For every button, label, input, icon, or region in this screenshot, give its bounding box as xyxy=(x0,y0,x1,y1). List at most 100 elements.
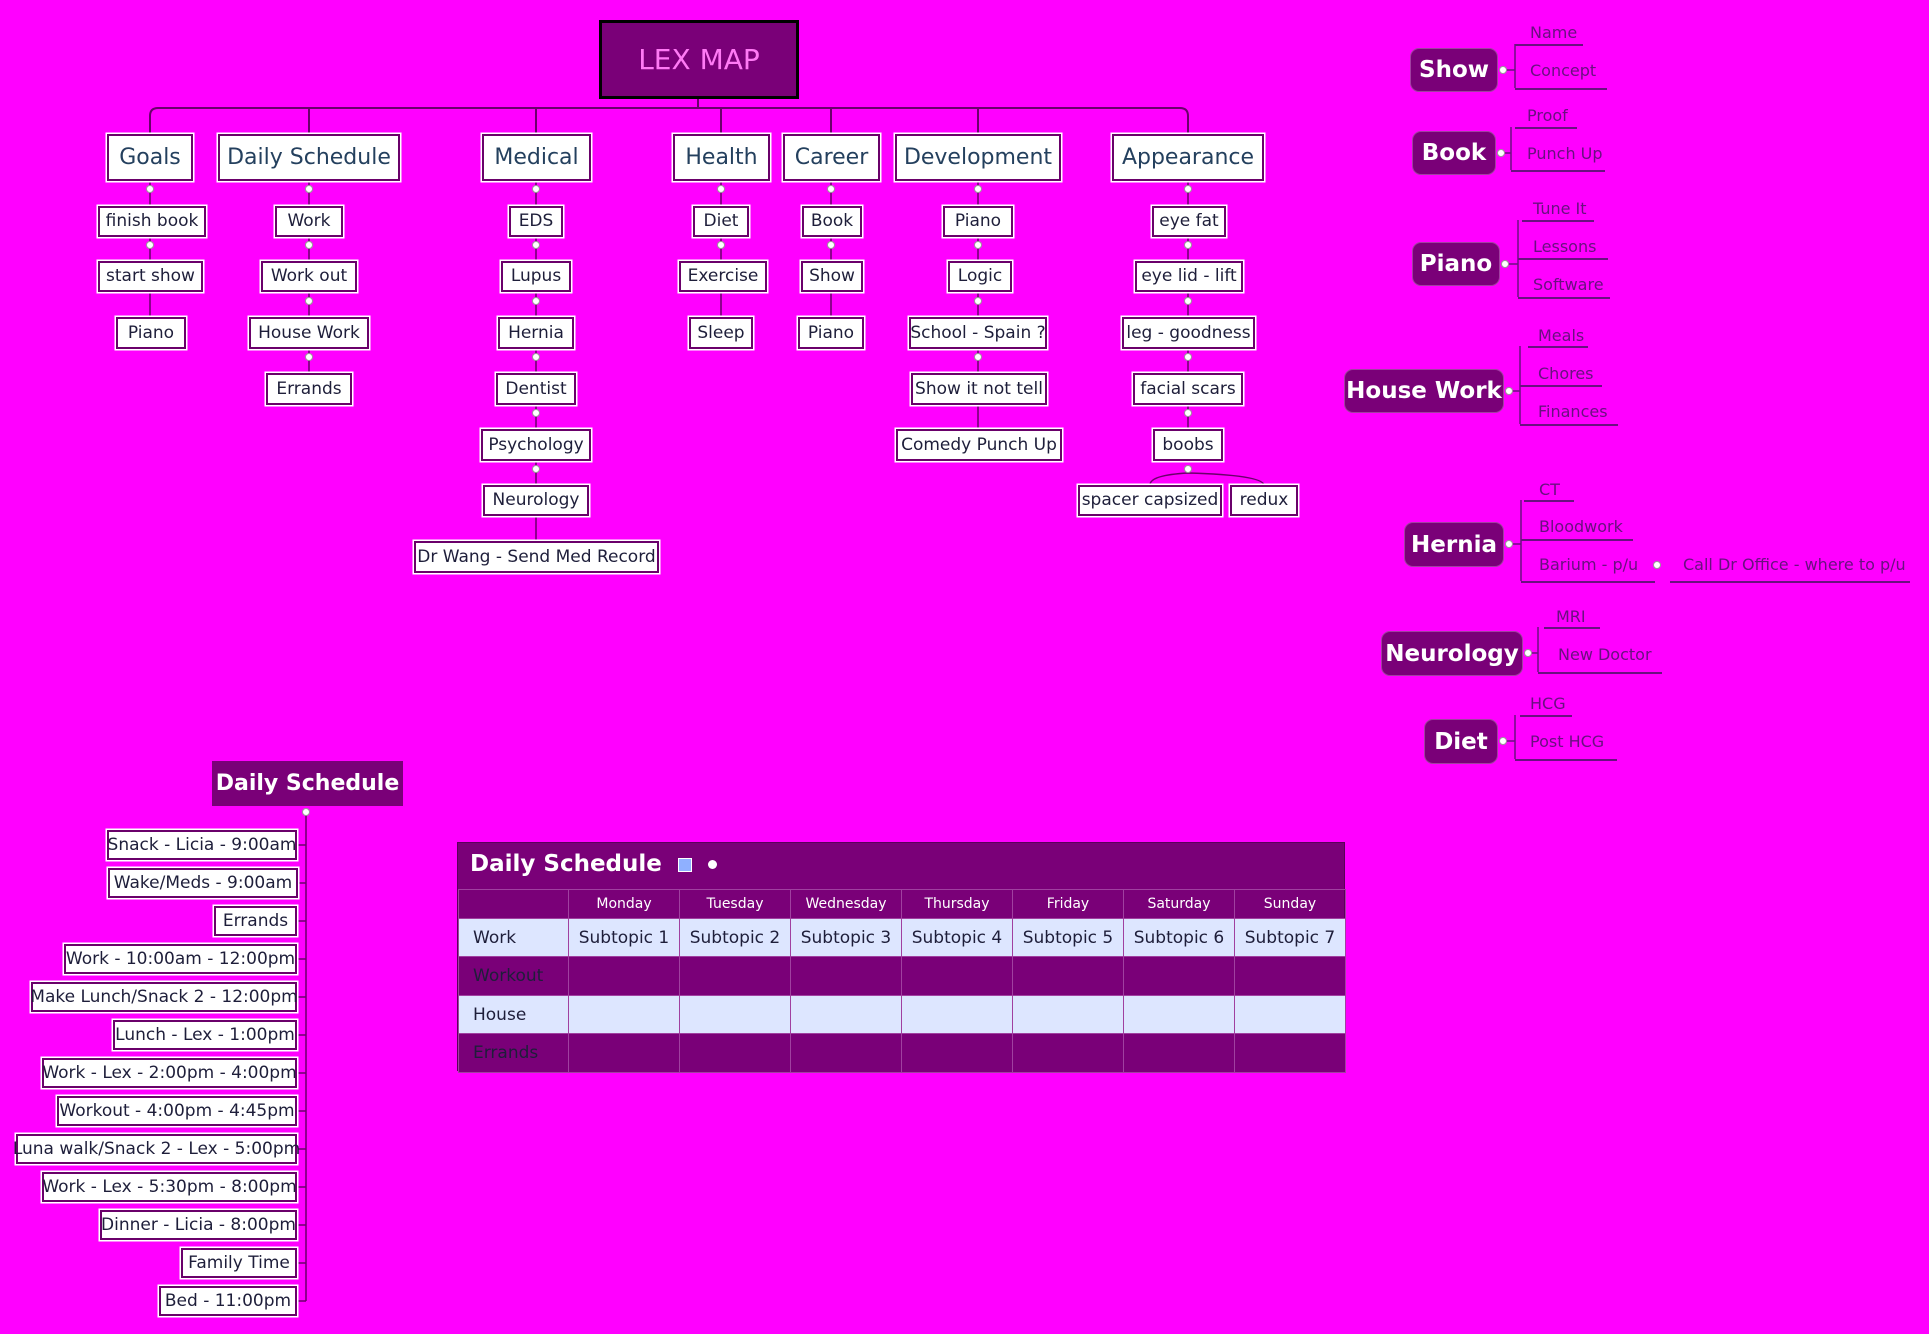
side-leaf[interactable]: HCG xyxy=(1530,694,1566,713)
goals-item[interactable]: Piano xyxy=(116,317,186,349)
side-leaf[interactable]: New Doctor xyxy=(1558,645,1652,664)
goals-item[interactable]: start show xyxy=(98,261,203,292)
side-collapse-dot[interactable] xyxy=(1524,649,1532,657)
side-topic-diet[interactable]: Diet xyxy=(1425,720,1497,763)
table-cell[interactable]: Subtopic 1 xyxy=(568,918,680,957)
collapse-dot[interactable] xyxy=(305,297,313,305)
schedule-collapse-dot[interactable] xyxy=(302,808,310,816)
side-leaf[interactable]: Bloodwork xyxy=(1539,517,1623,536)
daily-schedule-item[interactable]: House Work xyxy=(249,317,369,349)
side-leaf[interactable]: Lessons xyxy=(1533,237,1597,256)
collapse-dot[interactable] xyxy=(974,353,982,361)
table-cell[interactable] xyxy=(901,995,1013,1034)
schedule-item[interactable]: Work - 10:00am - 12:00pm xyxy=(64,944,297,974)
table-cell[interactable] xyxy=(1234,995,1346,1034)
medical-item[interactable]: Psychology xyxy=(481,429,591,461)
side-collapse-dot[interactable] xyxy=(1505,540,1513,548)
schedule-item[interactable]: Snack - Licia - 9:00am xyxy=(107,830,297,860)
side-leaf[interactable]: Meals xyxy=(1538,326,1585,345)
side-collapse-dot[interactable] xyxy=(1505,387,1513,395)
schedule-item[interactable]: Family Time xyxy=(181,1248,297,1278)
health-item[interactable]: Exercise xyxy=(679,261,767,292)
table-cell[interactable] xyxy=(568,995,680,1034)
collapse-dot[interactable] xyxy=(305,185,313,193)
table-cell[interactable] xyxy=(790,956,902,996)
table-row-label[interactable]: House xyxy=(458,995,569,1034)
table-cell[interactable]: Subtopic 5 xyxy=(1012,918,1124,957)
table-cell[interactable] xyxy=(790,995,902,1034)
table-cell[interactable]: Subtopic 6 xyxy=(1123,918,1235,957)
side-collapse-dot[interactable] xyxy=(1499,737,1507,745)
collapse-dot[interactable] xyxy=(974,297,982,305)
appearance-item[interactable]: facial scars xyxy=(1133,373,1243,405)
table-cell[interactable] xyxy=(1234,1033,1346,1073)
table-cell[interactable] xyxy=(1012,956,1124,996)
side-subleaf[interactable]: Call Dr Office - where to p/u xyxy=(1683,555,1906,574)
table-row-label[interactable]: Work xyxy=(458,918,569,957)
collapse-dot[interactable] xyxy=(974,241,982,249)
career-item[interactable]: Show xyxy=(801,261,863,292)
collapse-dot[interactable] xyxy=(1184,353,1192,361)
collapse-dot[interactable] xyxy=(146,241,154,249)
category-daily-schedule[interactable]: Daily Schedule xyxy=(218,134,400,181)
appearance-subitem[interactable]: redux xyxy=(1230,485,1298,516)
collapse-dot[interactable] xyxy=(974,185,982,193)
side-topic-show[interactable]: Show xyxy=(1411,49,1497,91)
table-cell[interactable] xyxy=(1012,1033,1124,1073)
table-cell[interactable] xyxy=(679,1033,791,1073)
development-item[interactable]: Comedy Punch Up xyxy=(896,429,1062,461)
root-topic[interactable]: LEX MAP xyxy=(599,20,799,99)
side-leaf[interactable]: CT xyxy=(1539,480,1560,499)
table-cell[interactable] xyxy=(1123,956,1235,996)
daily-schedule-item[interactable]: Errands xyxy=(266,373,352,405)
table-cell[interactable]: Subtopic 3 xyxy=(790,918,902,957)
side-leaf[interactable]: Barium - p/u xyxy=(1539,555,1639,574)
medical-item[interactable]: Hernia xyxy=(498,317,574,349)
development-item[interactable]: School - Spain ? xyxy=(909,317,1047,349)
category-goals[interactable]: Goals xyxy=(107,134,193,181)
collapse-dot[interactable] xyxy=(717,241,725,249)
collapse-dot[interactable] xyxy=(146,185,154,193)
side-topic-house-work[interactable]: House Work xyxy=(1345,370,1503,412)
table-cell[interactable] xyxy=(901,956,1013,996)
side-leaf[interactable]: Finances xyxy=(1538,402,1608,421)
development-item[interactable]: Piano xyxy=(943,206,1013,237)
table-cell[interactable] xyxy=(1123,995,1235,1034)
medical-item[interactable]: Dentist xyxy=(496,373,576,405)
collapse-dot[interactable] xyxy=(532,353,540,361)
side-topic-neurology[interactable]: Neurology xyxy=(1382,632,1522,675)
collapse-dot[interactable] xyxy=(532,241,540,249)
table-cell[interactable] xyxy=(679,995,791,1034)
collapse-dot[interactable] xyxy=(532,465,540,473)
side-leaf[interactable]: Chores xyxy=(1538,364,1594,383)
collapse-dot[interactable] xyxy=(532,297,540,305)
daily-schedule-item[interactable]: Work xyxy=(275,206,343,237)
schedule-item[interactable]: Workout - 4:00pm - 4:45pm xyxy=(57,1096,297,1126)
table-cell[interactable] xyxy=(901,1033,1013,1073)
side-leaf[interactable]: Name xyxy=(1530,23,1578,42)
side-collapse-dot[interactable] xyxy=(1497,149,1505,157)
table-cell[interactable]: Subtopic 7 xyxy=(1234,918,1346,957)
schedule-item[interactable]: Lunch - Lex - 1:00pm xyxy=(113,1020,297,1050)
table-collapse-icon[interactable] xyxy=(707,860,717,869)
appearance-item[interactable]: eye lid - lift xyxy=(1135,261,1243,292)
side-topic-hernia[interactable]: Hernia xyxy=(1405,523,1503,566)
side-leaf[interactable]: MRI xyxy=(1556,607,1586,626)
side-topic-book[interactable]: Book xyxy=(1413,132,1495,174)
side-collapse-dot[interactable] xyxy=(1653,561,1661,569)
schedule-topic[interactable]: Daily Schedule xyxy=(212,761,403,806)
table-cell[interactable] xyxy=(679,956,791,996)
side-collapse-dot[interactable] xyxy=(1499,66,1507,74)
table-cell[interactable] xyxy=(1012,995,1124,1034)
development-item[interactable]: Logic xyxy=(948,261,1012,292)
schedule-item[interactable]: Luna walk/Snack 2 - Lex - 5:00pm xyxy=(13,1134,300,1164)
table-cell[interactable]: Subtopic 2 xyxy=(679,918,791,957)
goals-item[interactable]: finish book xyxy=(98,206,206,237)
side-topic-piano[interactable]: Piano xyxy=(1413,243,1499,285)
schedule-item[interactable]: Work - Lex - 2:00pm - 4:00pm xyxy=(42,1058,297,1088)
side-leaf[interactable]: Tune It xyxy=(1533,199,1587,218)
schedule-item[interactable]: Make Lunch/Snack 2 - 12:00pm xyxy=(30,982,298,1012)
collapse-dot[interactable] xyxy=(1184,241,1192,249)
table-row-label[interactable]: Workout xyxy=(458,956,569,996)
